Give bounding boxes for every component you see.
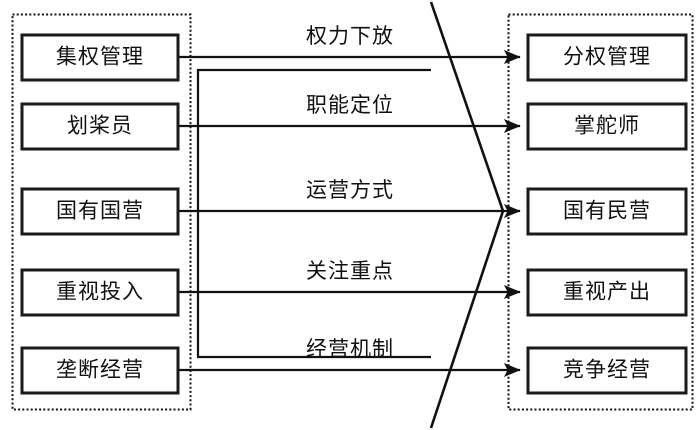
right-node-1-label: 分权管理 <box>563 44 651 68</box>
right-node-2[interactable]: 掌舵师 <box>526 102 688 151</box>
right-node-5[interactable]: 竞争经营 <box>526 346 688 395</box>
edge-label-5: 经营机制 <box>306 337 394 361</box>
right-node-5-label: 竞争经营 <box>563 357 651 381</box>
left-node-5-box[interactable] <box>20 346 180 395</box>
left-node-5-label: 垄断经营 <box>56 357 144 381</box>
edge-label-1: 权力下放 <box>306 24 394 48</box>
right-node-4-box[interactable] <box>526 268 688 317</box>
right-node-1[interactable]: 分权管理 <box>526 33 688 82</box>
left-node-2-box[interactable] <box>20 102 180 151</box>
right-node-5-box[interactable] <box>526 346 688 395</box>
right-node-4-label: 重视产出 <box>563 279 651 303</box>
left-node-2-label: 划桨员 <box>67 113 133 137</box>
right-node-3[interactable]: 国有民营 <box>526 187 688 236</box>
edge-label-4: 关注重点 <box>306 259 394 283</box>
left-node-3[interactable]: 国有国营 <box>20 187 180 236</box>
left-node-4-label: 重视投入 <box>56 279 144 303</box>
right-node-2-label: 掌舵师 <box>574 113 640 137</box>
left-node-2[interactable]: 划桨员 <box>20 102 180 151</box>
edge-routing-bracket <box>196 68 431 359</box>
right-node-1-box[interactable] <box>526 33 688 82</box>
right-node-3-box[interactable] <box>526 187 688 236</box>
convergence-chevron <box>429 1 505 429</box>
right-node-4[interactable]: 重视产出 <box>526 268 688 317</box>
left-node-4-box[interactable] <box>20 268 180 317</box>
left-node-1[interactable]: 集权管理 <box>20 33 180 82</box>
left-node-5[interactable]: 垄断经营 <box>20 346 180 395</box>
left-node-4[interactable]: 重视投入 <box>20 268 180 317</box>
left-node-3-label: 国有国营 <box>56 198 144 222</box>
left-node-1-box[interactable] <box>20 33 180 82</box>
left-node-3-box[interactable] <box>20 187 180 236</box>
right-node-2-box[interactable] <box>526 102 688 151</box>
left-node-1-label: 集权管理 <box>56 44 144 68</box>
edge-label-2: 职能定位 <box>306 93 394 117</box>
edge-label-3: 运营方式 <box>306 178 394 202</box>
right-node-3-label: 国有民营 <box>563 198 651 222</box>
